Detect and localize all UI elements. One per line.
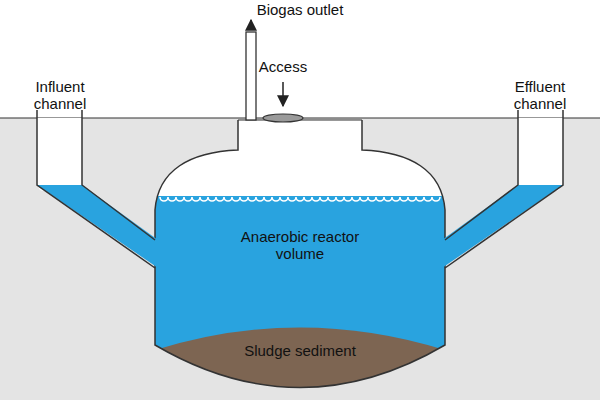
- outlet-label: Biogas outlet: [230, 1, 370, 18]
- access-label: Access: [243, 58, 323, 75]
- gas-arrow: [250, 20, 252, 30]
- channel-label: Influent channel: [20, 78, 100, 112]
- effluent-channel-box: [518, 118, 563, 186]
- wave-line: [160, 197, 440, 201]
- sludge-label: Sludge sediment: [220, 342, 380, 359]
- ground: [0, 118, 600, 400]
- influent-channel-box: [37, 118, 82, 186]
- liquid-surface: [39, 186, 560, 201]
- sludge-layer: [140, 328, 460, 400]
- gas-pipe: [246, 32, 256, 120]
- influent-walls: [37, 110, 155, 268]
- access-arrow: [282, 82, 284, 106]
- channel-label: Effluent channel: [500, 78, 580, 112]
- effluent-walls: [445, 110, 563, 268]
- tank-outline: [155, 120, 445, 388]
- reactor-label: Anaerobic reactor volume: [225, 228, 375, 262]
- access-lid: [263, 114, 303, 122]
